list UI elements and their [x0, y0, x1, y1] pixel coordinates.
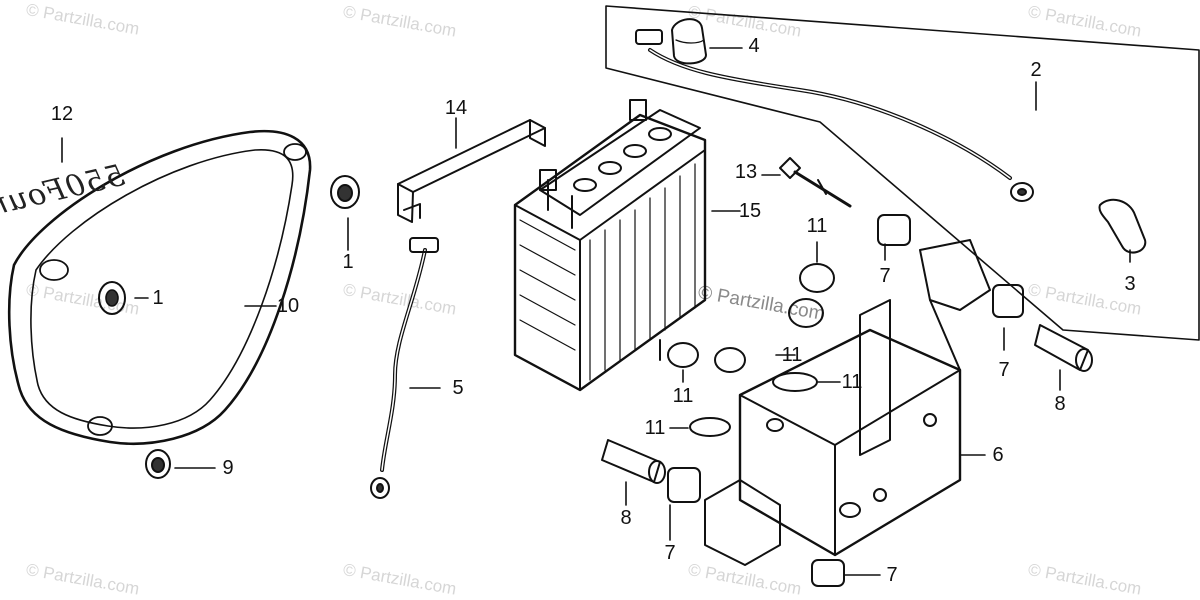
leader-lines — [61, 47, 1131, 576]
callout-8: 8 — [620, 507, 632, 529]
terminal-boot-shape — [1098, 198, 1147, 254]
bolt-shape — [779, 157, 852, 208]
callout-9: 9 — [222, 457, 234, 479]
callout-11: 11 — [806, 215, 828, 237]
battery-shape — [513, 99, 707, 392]
damper-shape — [667, 214, 1024, 587]
callout-11: 11 — [644, 417, 666, 439]
callout-6: 6 — [992, 444, 1004, 466]
rubber-pad-shape — [667, 263, 835, 437]
grommet-shape — [330, 175, 360, 209]
ground-cable-shape — [370, 237, 439, 499]
callout-7: 7 — [664, 542, 676, 564]
side-cover-shape — [7, 129, 312, 445]
callout-5: 5 — [452, 377, 464, 399]
callout-13: 13 — [734, 161, 758, 183]
callout-12: 12 — [50, 103, 74, 125]
callout-2: 2 — [1030, 59, 1042, 81]
collar-shape — [601, 324, 1093, 484]
callout-14: 14 — [444, 97, 468, 119]
callout-11: 11 — [672, 385, 694, 407]
battery-strap-shape — [397, 119, 546, 223]
callout-7: 7 — [879, 265, 891, 287]
callout-10: 10 — [276, 295, 300, 317]
callout-7: 7 — [886, 564, 898, 586]
callout-11: 11 — [841, 371, 863, 393]
callout-7: 7 — [998, 359, 1010, 381]
callout-8: 8 — [1054, 393, 1066, 415]
positive-cable-shape — [635, 29, 1034, 202]
battery-holder-shape — [704, 239, 991, 566]
callout-15: 15 — [738, 200, 762, 222]
callout-11: 11 — [781, 344, 803, 366]
terminal-cap-shape — [671, 18, 707, 65]
callout-1: 1 — [152, 287, 164, 309]
callout-4: 4 — [748, 35, 760, 57]
callout-3: 3 — [1124, 273, 1136, 295]
cable-kit-outline — [605, 5, 1200, 341]
callout-1: 1 — [342, 251, 354, 273]
grommet-shape — [145, 449, 171, 479]
